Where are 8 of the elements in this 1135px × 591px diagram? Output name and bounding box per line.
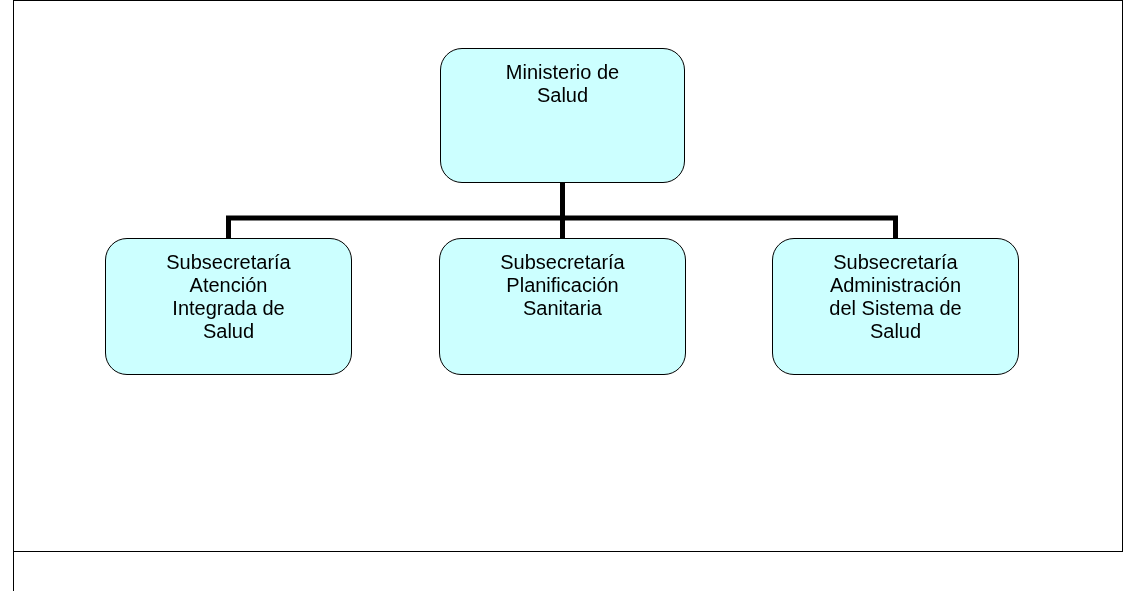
org-box [439,238,686,375]
unit-name: Subsecretaría Planificación Sanitaria [499,251,626,320]
org-box [440,48,685,183]
org-box [772,238,1019,375]
unit-name: Subsecretaría Atención Integrada de Salud [165,251,292,343]
unit-name: Ministerio de Salud [504,61,621,107]
org-box [105,238,352,375]
unit-name: Subsecretaría Administración del Sistema de Salud [828,251,963,343]
